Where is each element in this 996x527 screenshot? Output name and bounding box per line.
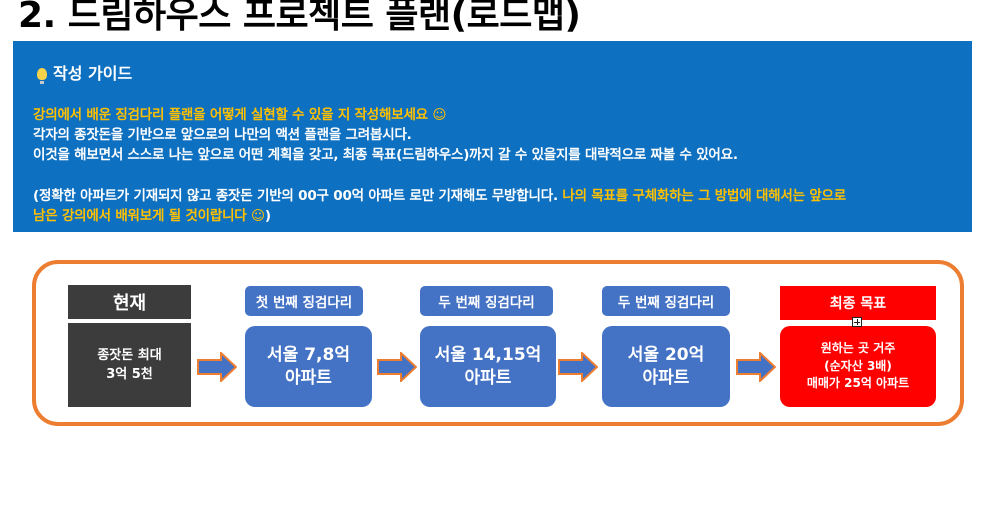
guide-line-4-note: (정확한 아파트가 기재되지 않고 종잣돈 기반의 00구 00억 아파트 로만… [33,188,558,204]
guide-line-5-close: ) [264,208,271,224]
guide-line-4: (정확한 아파트가 기재되지 않고 종잣돈 기반의 00구 00억 아파트 로만… [33,184,846,204]
guide-line-2: 각자의 종잣돈을 기반으로 앞으로의 나만의 액션 플랜을 그려봅시다. [33,127,412,143]
goal-line-2: (순자산 3배) [824,358,892,373]
lightbulb-icon [37,68,47,84]
guide-line-4-highlight: 나의 목표를 구체화하는 그 방법에 대해서는 앞으로 [557,188,846,204]
goal-box: 원하는 곳 거주 (순자산 3배) 매매가 25억 아파트 [780,326,936,407]
step2-line-2: 아파트 [464,367,512,388]
step3-label: 두 번째 징검다리 [602,286,730,316]
goal-line-1: 원하는 곳 거주 [820,341,896,356]
step1-line-1: 서울 7,8억 [267,345,350,366]
arrow-right-icon [377,352,417,382]
guide-panel: 작성 가이드 강의에서 배운 징검다리 플랜을 어떻게 실현할 수 있을 지 작… [13,41,972,232]
move-handle-icon[interactable] [852,317,862,327]
goal-line-3: 매매가 25억 아파트 [806,376,910,391]
arrow-right-icon [197,352,237,382]
guide-line-5-highlight: 남은 강의에서 배워보게 될 것이랍니다 ☺ [33,208,265,224]
step3-box: 서울 20억 아파트 [602,326,730,407]
current-box: 종잣돈 최대 3억 5천 [68,323,191,407]
guide-line-5: 남은 강의에서 배워보게 될 것이랍니다 ☺) [33,204,271,224]
step1-label: 첫 번째 징검다리 [245,286,363,316]
step2-label: 두 번째 징검다리 [420,286,553,316]
goal-label: 최종 목표 [780,286,936,320]
step3-line-1: 서울 20억 [627,345,705,366]
guide-heading-text: 작성 가이드 [53,64,133,83]
step2-line-1: 서울 14,15억 [434,345,542,366]
guide-line-3: 이것을 해보면서 스스로 나는 앞으로 어떤 계획을 갖고, 최종 목표(드림하… [33,147,738,163]
roadmap-frame [32,260,964,426]
page-title: 2. 드림하우스 프로젝트 플랜(로드맵) [18,0,581,36]
step1-box: 서울 7,8억 아파트 [245,326,372,407]
current-label: 현재 [68,285,191,319]
arrow-right-icon [558,352,598,382]
guide-heading: 작성 가이드 [37,60,132,84]
guide-line-1: 강의에서 배운 징검다리 플랜을 어떻게 실현할 수 있을 지 작성해보세요 ☺ [33,107,447,123]
current-line-1: 종잣돈 최대 [97,347,162,363]
current-line-2: 3억 5천 [106,367,153,382]
step2-box: 서울 14,15억 아파트 [420,326,556,407]
arrow-right-icon [736,352,776,382]
step1-line-2: 아파트 [285,367,332,388]
step3-line-2: 아파트 [642,367,690,388]
